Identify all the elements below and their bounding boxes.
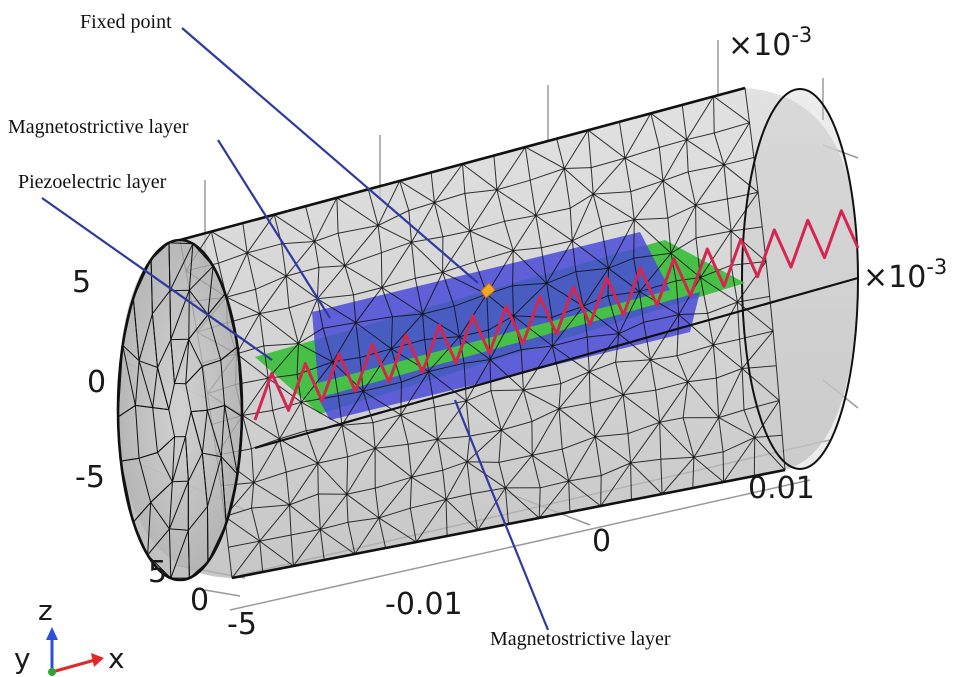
front-cap-mesh xyxy=(117,242,243,579)
z-tick-0: 0 xyxy=(87,365,106,400)
leader-piezoelectric xyxy=(41,197,273,361)
tick-labels: 5 0 -5 -0.01 0 0.01 5 0 -5 xyxy=(72,265,815,642)
x-tick-neg001: -0.01 xyxy=(385,587,463,622)
label-piezoelectric: Piezoelectric layer xyxy=(18,171,167,193)
leader-magnetostrictive-bottom xyxy=(453,399,550,631)
annotations: Fixed point Magnetostrictive layer Piezo… xyxy=(8,11,671,650)
x-tick-0: 0 xyxy=(592,524,611,559)
leader-lines xyxy=(41,27,550,631)
y-tick-neg5: -5 xyxy=(227,607,257,642)
scale-factor-right: ×10-3 xyxy=(863,255,947,295)
label-magnetostrictive-bottom: Magnetostrictive layer xyxy=(490,628,671,650)
y-tick-0: 0 xyxy=(190,583,209,618)
y-tick-5: 5 xyxy=(148,555,167,590)
scale-factor-top: ×10-3 xyxy=(728,23,812,63)
boundary-edge xyxy=(253,209,860,421)
leader-fixed-point xyxy=(181,27,479,284)
triad-z-label: z xyxy=(38,594,53,627)
scale-factors: ×10-3 ×10-3 xyxy=(728,23,947,295)
leader-magnetostrictive-top xyxy=(217,139,331,319)
axis-triad: z y x xyxy=(14,594,125,676)
fixed-point xyxy=(480,282,496,299)
triad-x-label: x xyxy=(108,642,125,675)
label-magnetostrictive-top: Magnetostrictive layer xyxy=(8,116,189,138)
z-tick-neg5: -5 xyxy=(75,460,105,495)
triad-y-label: y xyxy=(14,642,31,675)
z-tick-5: 5 xyxy=(72,265,91,300)
magnetostrictive-layer-bottom xyxy=(318,292,700,420)
label-fixed-point: Fixed point xyxy=(80,11,172,33)
x-tick-001: 0.01 xyxy=(748,471,815,506)
